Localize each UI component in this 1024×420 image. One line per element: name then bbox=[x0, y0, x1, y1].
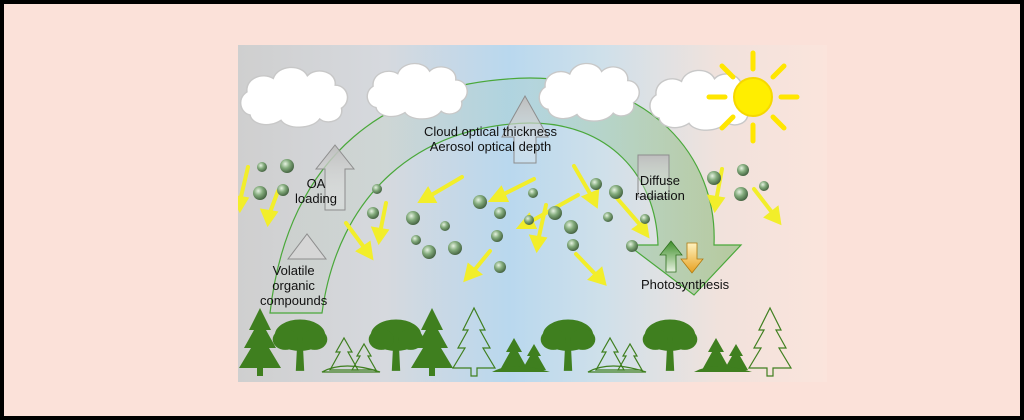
label-diffuse-radiation: Diffuse radiation bbox=[635, 173, 685, 203]
up-arrow-icon bbox=[659, 240, 683, 273]
aerosol-particle-icon bbox=[277, 184, 289, 196]
aerosol-optical-depth-label: Aerosol optical depth bbox=[429, 139, 552, 154]
aerosol-particle-icon bbox=[564, 220, 578, 234]
aerosol-particle-icon bbox=[590, 178, 602, 190]
light-ray-icon bbox=[370, 201, 390, 246]
aerosol-particle-icon bbox=[707, 171, 721, 185]
aerosol-particle-icon bbox=[253, 186, 267, 200]
light-ray-icon bbox=[614, 195, 650, 239]
aerosol-particle-icon bbox=[372, 184, 382, 194]
sun-icon bbox=[706, 50, 800, 144]
aerosol-particle-icon bbox=[759, 181, 769, 191]
light-ray-icon bbox=[752, 187, 782, 226]
aerosol-particle-icon bbox=[422, 245, 436, 259]
voc-line-1: Volatile bbox=[272, 263, 315, 278]
light-ray-icon bbox=[238, 165, 250, 214]
aerosol-particle-icon bbox=[609, 185, 623, 199]
light-ray-icon bbox=[706, 167, 726, 214]
aerosol-particle-icon bbox=[528, 188, 538, 198]
down-arrow-icon bbox=[680, 242, 704, 274]
aerosol-particle-icon bbox=[734, 187, 748, 201]
light-ray-icon bbox=[572, 164, 600, 209]
light-ray-icon bbox=[528, 203, 548, 254]
cloud-icon bbox=[538, 62, 640, 122]
aerosol-particle-icon bbox=[737, 164, 749, 176]
diffuse-radiation-line-1: Diffuse bbox=[639, 173, 681, 188]
aerosol-particle-icon bbox=[448, 241, 462, 255]
light-ray-icon bbox=[344, 221, 374, 261]
light-ray-icon bbox=[574, 252, 607, 286]
oa-loading-line-2: loading bbox=[295, 191, 337, 206]
light-rays bbox=[238, 164, 782, 286]
light-ray-icon bbox=[259, 189, 280, 228]
diagram-figure: Cloud optical thickness Aerosol optical … bbox=[238, 45, 827, 382]
aerosol-particle-icon bbox=[280, 159, 294, 173]
aerosol-particle-icon bbox=[494, 207, 506, 219]
aerosol-particle-icon bbox=[640, 214, 650, 224]
label-volatile-organic-compounds: Volatile organic compounds bbox=[260, 263, 327, 308]
aerosol-particle-icon bbox=[491, 230, 503, 242]
label-cloud-aerosol: Cloud optical thickness Aerosol optical … bbox=[424, 124, 557, 154]
down-arrow-icon bbox=[637, 154, 670, 198]
diffuse-radiation-line-2: radiation bbox=[635, 188, 685, 203]
aerosol-particle-icon bbox=[411, 235, 421, 245]
light-ray-icon bbox=[417, 175, 464, 203]
cloud-icon bbox=[239, 66, 349, 129]
aerosol-particle-icon bbox=[524, 215, 534, 225]
page-frame: Cloud optical thickness Aerosol optical … bbox=[4, 4, 1020, 416]
voc-line-3: compounds bbox=[260, 293, 328, 308]
aerosol-particle-icon bbox=[406, 211, 420, 225]
up-arrow-icon bbox=[501, 94, 549, 164]
voc-line-2: organic bbox=[272, 278, 315, 293]
aerosol-particle-icon bbox=[548, 206, 562, 220]
aerosol-particle-icon bbox=[257, 162, 267, 172]
cloud-optical-thickness-label: Cloud optical thickness bbox=[424, 124, 557, 139]
aerosol-particle-icon bbox=[367, 207, 379, 219]
label-oa-loading: OA loading bbox=[295, 176, 337, 206]
aerosol-particle-icon bbox=[567, 239, 579, 251]
aerosol-particles bbox=[253, 159, 769, 273]
aerosol-particle-icon bbox=[626, 240, 638, 252]
aerosol-particle-icon bbox=[494, 261, 506, 273]
cloud-icon bbox=[366, 62, 468, 120]
photosynthesis-label: Photosynthesis bbox=[641, 277, 730, 292]
light-ray-icon bbox=[463, 249, 492, 283]
label-photosynthesis: Photosynthesis bbox=[641, 277, 729, 292]
aerosol-particle-icon bbox=[603, 212, 613, 222]
oa-loading-line-1: OA bbox=[306, 176, 326, 191]
up-arrow-icon bbox=[314, 144, 356, 211]
up-arrow-icon bbox=[286, 233, 328, 260]
aerosol-particle-icon bbox=[473, 195, 487, 209]
diagram-canvas bbox=[238, 45, 827, 382]
light-ray-icon bbox=[487, 177, 536, 202]
aerosol-particle-icon bbox=[440, 221, 450, 231]
